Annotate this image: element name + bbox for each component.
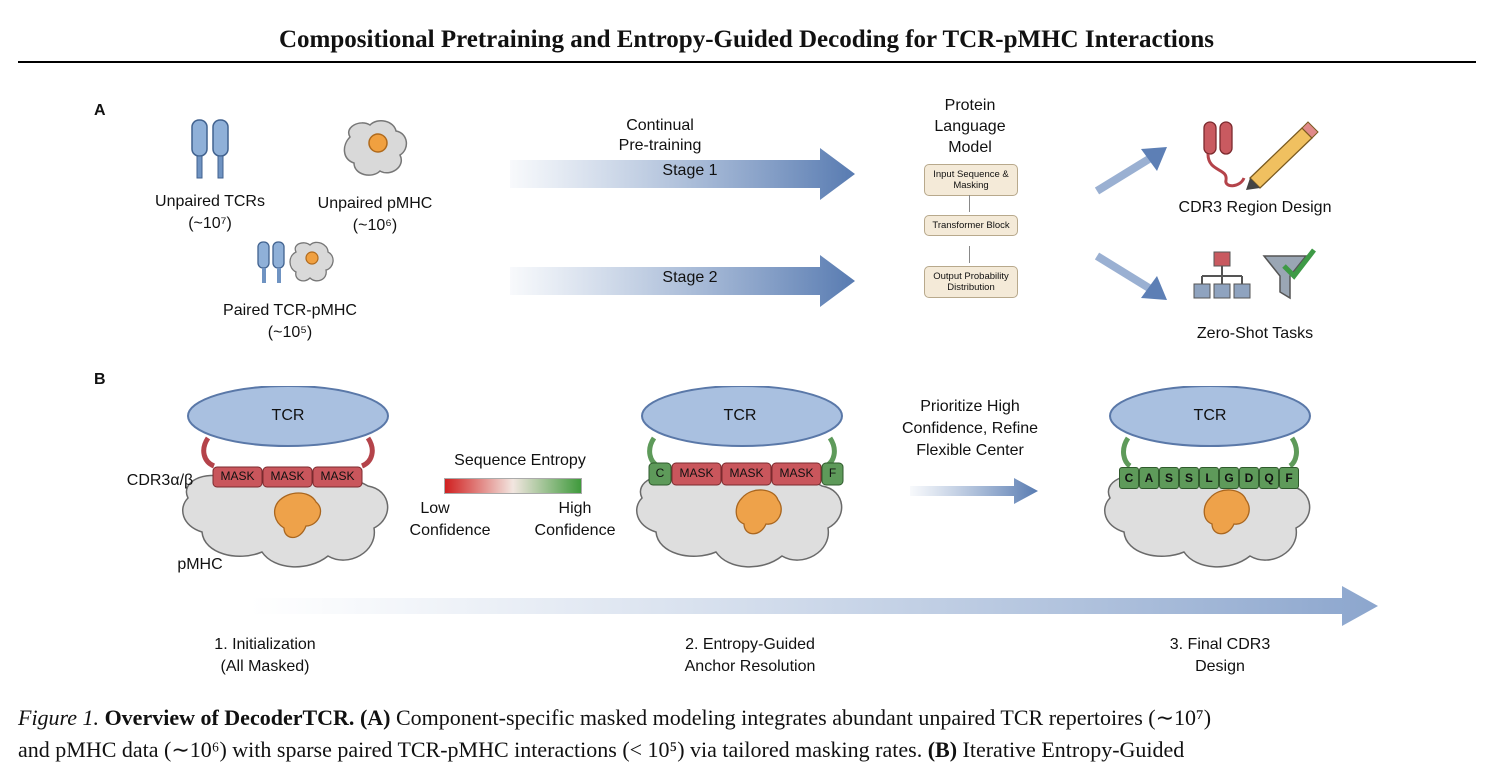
stage1-arrow: Stage 1 xyxy=(510,148,855,200)
filter-check-icon xyxy=(1262,248,1316,300)
unpaired-pmhc-label: Unpaired pMHC xyxy=(317,195,433,212)
tcr-icon xyxy=(191,119,229,179)
residue-a: A xyxy=(1139,467,1159,489)
residue-c: C xyxy=(1119,467,1139,489)
pmhc-icon xyxy=(343,119,408,176)
plm-transformer-box: Transformer Block xyxy=(924,215,1018,236)
cdr3-design-icon xyxy=(1203,121,1319,190)
mask-token: MASK xyxy=(270,469,305,483)
prioritize-line-1: Prioritize High xyxy=(920,398,1020,415)
mask-token: MASK xyxy=(679,466,714,480)
complex-final-design xyxy=(1104,386,1311,568)
stage1-label: Stage 1 xyxy=(662,162,718,179)
step1-line-2: (All Masked) xyxy=(220,658,310,675)
step3-line-2: Design xyxy=(1195,658,1245,675)
mask-token: MASK xyxy=(779,466,814,480)
hierarchy-icon xyxy=(1193,251,1251,299)
residue-q: Q xyxy=(1259,467,1279,489)
tcr-label-3: TCR xyxy=(1193,407,1227,424)
unpaired-pmhc-count: (~10⁶) xyxy=(352,217,398,234)
progress-arrow xyxy=(250,586,1378,626)
title-rule xyxy=(18,61,1476,63)
plm-connector-1 xyxy=(969,195,970,212)
caption-line-2: and pMHC data (∼10⁶) with sparse paired … xyxy=(18,734,1478,766)
up-diagonal-arrow xyxy=(1095,147,1167,195)
pmhc-label: pMHC xyxy=(177,556,223,573)
step2-line-2: Anchor Resolution xyxy=(684,658,816,675)
mask-token: MASK xyxy=(320,469,355,483)
figure-caption: Figure 1. Overview of DecoderTCR. (A) Co… xyxy=(18,702,1478,766)
plm-connector-2 xyxy=(969,246,970,263)
high-label-1: High xyxy=(558,500,592,517)
caption-b-label: (B) xyxy=(927,737,958,762)
cdr3-label: CDR3α/β xyxy=(126,472,194,489)
step1-line-1: 1. Initialization xyxy=(214,636,316,653)
paired-count: (~10⁵) xyxy=(267,324,313,341)
continual-label-2: Pre-training xyxy=(618,137,702,154)
residue-d: D xyxy=(1239,467,1259,489)
step2-line-1: 2. Entropy-Guided xyxy=(685,636,815,653)
anchor-f: F xyxy=(828,466,837,480)
residue-l: L xyxy=(1199,467,1219,489)
caption-a-text: Component-specific masked modeling integ… xyxy=(395,705,1212,730)
plm-output-box: Output Probability Distribution xyxy=(924,266,1018,298)
caption-line-1: Figure 1. Overview of DecoderTCR. (A) Co… xyxy=(18,702,1478,734)
tcr-label-2: TCR xyxy=(723,407,757,424)
mask-row-1: MASK MASK MASK xyxy=(212,466,364,493)
caption-bold-title: Overview of DecoderTCR. xyxy=(104,705,355,730)
plm-title-1: Protein xyxy=(944,97,996,114)
residue-s: S xyxy=(1179,467,1199,489)
plm-input-box: Input Sequence & Masking xyxy=(924,164,1018,196)
low-label-1: Low xyxy=(420,500,450,517)
unpaired-tcrs-label: Unpaired TCRs xyxy=(155,193,265,210)
low-label-2: Confidence xyxy=(409,522,491,539)
caption-line2-text: and pMHC data (∼10⁶) with sparse paired … xyxy=(18,737,923,762)
paired-tcr-pmhc-icon xyxy=(257,241,334,283)
residue-f: F xyxy=(1279,467,1299,489)
stage2-label: Stage 2 xyxy=(662,269,718,286)
entropy-title: Sequence Entropy xyxy=(454,452,586,469)
tcr-label-1: TCR xyxy=(271,407,305,424)
down-diagonal-arrow xyxy=(1095,252,1167,300)
prioritize-line-2: Confidence, Refine xyxy=(901,420,1039,437)
complex-anchor-resolution xyxy=(636,386,843,568)
mask-token: MASK xyxy=(220,469,255,483)
caption-a-label: (A) xyxy=(359,705,391,730)
plm-title-3: Model xyxy=(948,139,992,156)
caption-b-text: Iterative Entropy-Guided xyxy=(962,737,1185,762)
stage2-arrow: Stage 2 xyxy=(510,255,855,307)
complex-initialization xyxy=(182,386,389,568)
unpaired-tcrs-count: (~10⁷) xyxy=(188,215,232,232)
step3-line-1: 3. Final CDR3 xyxy=(1169,636,1271,653)
continual-label-1: Continual xyxy=(626,117,694,134)
zero-shot-label: Zero-Shot Tasks xyxy=(1196,325,1314,342)
anchor-c: C xyxy=(655,466,665,480)
residue-g: G xyxy=(1219,467,1239,489)
plm-title-2: Language xyxy=(934,118,1006,135)
paired-label: Paired TCR-pMHC xyxy=(223,302,357,319)
mask-row-2: C MASK MASK MASK F xyxy=(648,462,844,491)
entropy-gradient-bar xyxy=(444,478,582,494)
cdr3-design-label: CDR3 Region Design xyxy=(1178,199,1332,216)
prioritize-line-3: Flexible Center xyxy=(916,442,1024,459)
panel-b-letter: B xyxy=(94,371,106,388)
figure-label: Figure 1. xyxy=(18,705,100,730)
residue-s: S xyxy=(1159,467,1179,489)
high-label-2: Confidence xyxy=(534,522,616,539)
panel-a-letter: A xyxy=(94,102,106,119)
prioritize-arrow xyxy=(910,478,1038,504)
mask-token: MASK xyxy=(729,466,764,480)
paper-title: Compositional Pretraining and Entropy-Gu… xyxy=(278,26,1215,53)
